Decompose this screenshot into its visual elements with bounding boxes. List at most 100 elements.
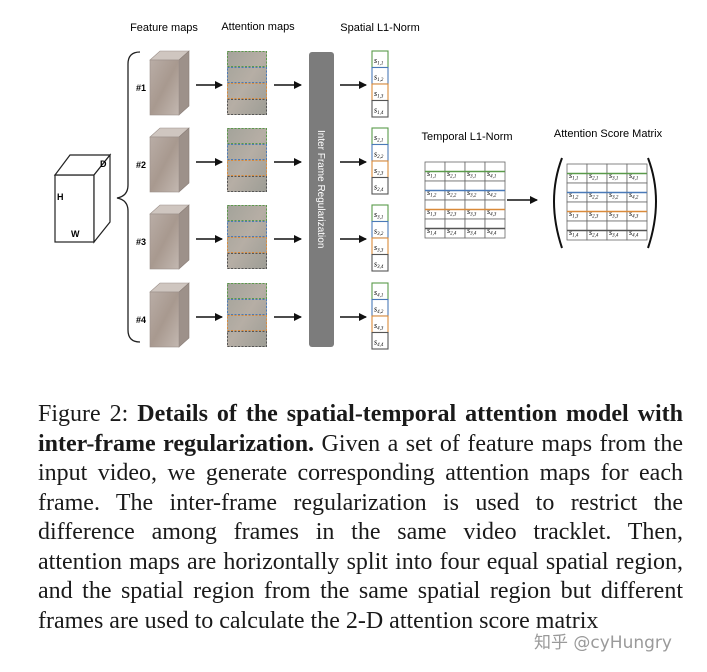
header-temporal-l1-norm: Temporal L1-Norm	[421, 131, 512, 143]
matrix-cell-text: s3,4	[609, 228, 619, 239]
frame-row: #3 s3,1 s3,2 s3,3 s3,4	[136, 204, 389, 272]
header-spatial-l1-norm: Spatial L1-Norm	[340, 22, 419, 34]
caption-body: Given a set of feature maps from the inp…	[38, 430, 683, 634]
header-attention-maps: Attention maps	[221, 21, 295, 33]
matrix-cell-text: s3,2	[467, 188, 477, 199]
score-text: s3,4	[374, 260, 384, 271]
matrix-cell-text: s1,3	[427, 207, 437, 218]
matrix-cell-text: s2,3	[589, 209, 599, 220]
feature-map-block	[149, 204, 190, 270]
matrix-cell-text: s2,4	[589, 228, 599, 239]
spatial-score-column: s3,1 s3,2 s3,3 s3,4	[371, 204, 389, 272]
header-feature-maps: Feature maps	[130, 22, 198, 34]
attention-region	[227, 221, 267, 237]
matrix-cell-text: s2,2	[447, 188, 457, 199]
score-text: s1,4	[374, 106, 384, 117]
matrix-cell-text: s4,2	[487, 188, 497, 199]
figure-caption: Figure 2: Details of the spatial-tempora…	[38, 400, 683, 636]
matrix-cell-text: s2,3	[447, 207, 457, 218]
score-text: s4,1	[374, 288, 383, 299]
cube-w-label: W	[71, 229, 80, 239]
attention-region	[227, 51, 267, 67]
attention-map-block	[227, 283, 267, 347]
matrix-right-paren	[647, 157, 657, 249]
attention-region	[227, 315, 267, 331]
attention-region	[227, 283, 267, 299]
frame-label: #4	[136, 315, 146, 325]
score-cell	[371, 176, 389, 195]
spatial-score-column: s1,1 s1,2 s1,3 s1,4	[371, 50, 389, 118]
frame-label: #1	[136, 83, 146, 93]
matrix-cell-text: s2,1	[447, 169, 456, 180]
attention-region	[227, 331, 267, 347]
spatial-score-column: s4,1s4,2s4,3s4,4	[371, 282, 389, 350]
attention-map-block	[227, 205, 267, 269]
score-text: s3,1	[374, 210, 383, 221]
attention-region	[227, 144, 267, 160]
matrix-cell-text: s4,1	[487, 169, 496, 180]
score-cell	[371, 99, 389, 118]
attention-region	[227, 237, 267, 253]
score-text: s3,3	[374, 243, 384, 254]
score-text: s1,3	[374, 89, 384, 100]
feature-map-block	[149, 282, 190, 348]
feature-map-block	[149, 50, 190, 116]
matrix-cell-text: s3,4	[467, 226, 477, 237]
matrix-cell-text: s2,1	[589, 171, 598, 182]
score-text: s3,2	[374, 227, 384, 238]
attention-region	[227, 176, 267, 192]
attention-region	[227, 83, 267, 99]
score-text: s4,3	[374, 321, 384, 332]
matrix-cell-text: s3,1	[609, 171, 618, 182]
input-video-cube: H W D	[53, 153, 112, 244]
frames-brace	[116, 51, 141, 343]
attention-region	[227, 67, 267, 83]
matrix-cell-text: s4,3	[629, 209, 639, 220]
matrix-cell-text: s1,4	[569, 228, 579, 239]
attention-region	[227, 299, 267, 315]
matrix-cell-text: s1,1	[569, 171, 578, 182]
score-text: s1,2	[374, 73, 384, 84]
matrix-cell-text: s1,2	[427, 188, 437, 199]
matrix-cell-text: s4,4	[487, 226, 497, 237]
caption-title: Details of the spatial-temporal attentio…	[38, 401, 683, 457]
matrix-cell-text: s1,2	[569, 190, 579, 201]
attention-score-matrix: s1,1 s2,1 s3,1 s4,1 s1,2 s2,2 s3,2 s4,2 s1,3 s2,3…	[553, 157, 657, 249]
matrix-cell-text: s1,3	[569, 209, 579, 220]
frame-row: #2 s2,1 s2,2 s2,3 s2,4	[136, 127, 389, 195]
attention-map-block	[227, 51, 267, 115]
attention-region	[227, 128, 267, 144]
score-text: s1,1	[374, 56, 383, 67]
matrix-cell-text: s4,1	[629, 171, 638, 182]
matrix-left-paren	[553, 157, 563, 249]
frame-row: #1 s1,1 s1,2 s1,3 s1,4	[136, 50, 389, 118]
cube-h-label: H	[57, 192, 64, 202]
matrix-cell-text: s4,2	[629, 190, 639, 201]
attention-region	[227, 160, 267, 176]
score-text: s2,4	[374, 183, 384, 194]
caption-label: Figure 2:	[38, 401, 129, 427]
matrix-cell-text: s3,2	[609, 190, 619, 201]
matrix-cell-text: s3,3	[609, 209, 619, 220]
attention-region	[227, 253, 267, 269]
spatial-score-column: s2,1 s2,2 s2,3 s2,4	[371, 127, 389, 195]
cube-d-label: D	[100, 159, 107, 169]
score-text: s4,4	[374, 338, 384, 349]
attention-region	[227, 99, 267, 115]
matrix-cell-text: s4,3	[487, 207, 497, 218]
score-text: s2,2	[374, 150, 384, 161]
frame-label: #2	[136, 160, 146, 170]
matrix-cell-text: s2,4	[447, 226, 457, 237]
score-cell	[371, 253, 389, 272]
regularization-label: Inter Frame Regularization	[315, 130, 326, 248]
score-text: s2,1	[374, 133, 383, 144]
frame-label: #3	[136, 237, 146, 247]
inter-frame-regularization-bar: Inter Frame Regularization	[309, 52, 334, 347]
frame-row: #4s4,1s4,2s4,3s4,4	[136, 282, 389, 350]
matrix-cell-text: s1,1	[427, 169, 436, 180]
matrix-cell-text: s2,2	[589, 190, 599, 201]
header-attention-score-matrix: Attention Score Matrix	[554, 128, 663, 140]
matrix-cell-text: s1,4	[427, 226, 437, 237]
score-text: s2,3	[374, 166, 384, 177]
